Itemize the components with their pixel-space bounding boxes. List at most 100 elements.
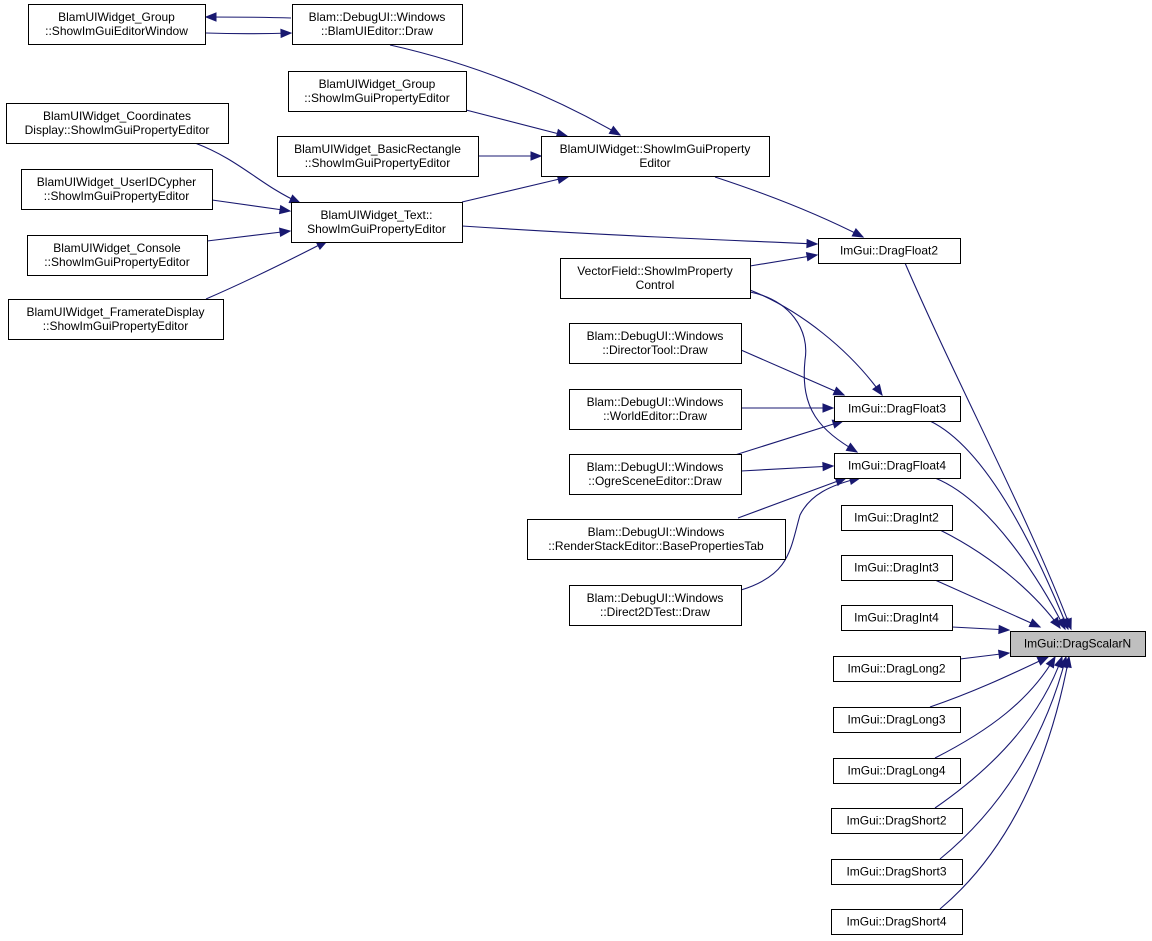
node-label: ImGui::DragInt2 — [854, 511, 939, 525]
edge-line — [740, 349, 845, 396]
node-box — [21, 169, 213, 210]
node-widgetPropEditor[interactable]: BlamUIWidget::ShowImGuiPropertyEditor — [541, 136, 770, 177]
node-label: ::ShowImGuiEditorWindow — [45, 24, 188, 38]
edge-dragLong3-to-dragScalarN — [929, 656, 1050, 708]
node-dragLong3[interactable]: ImGui::DragLong3 — [833, 707, 961, 733]
node-box — [27, 235, 208, 276]
edge-uiEditorDraw-to-widgetPropEditor — [389, 44, 622, 136]
edge-line — [737, 477, 847, 519]
node-label: BlamUIWidget_BasicRectangle — [294, 142, 461, 156]
node-label: ImGui::DragFloat4 — [848, 459, 946, 473]
arrowhead-icon — [279, 227, 292, 237]
arrowhead-icon — [998, 624, 1011, 635]
edge-line — [461, 225, 818, 245]
node-box — [569, 454, 742, 495]
node-direct2D[interactable]: Blam::DebugUI::Windows::Direct2DTest::Dr… — [569, 585, 742, 626]
arrowhead-icon — [851, 227, 865, 238]
arrowhead-icon — [822, 403, 835, 413]
edge-line — [740, 465, 834, 472]
edge-renderStack-to-dragFloat4 — [737, 477, 848, 519]
node-label: ::ShowImGuiPropertyEditor — [304, 91, 449, 105]
node-dragInt4[interactable]: ImGui::DragInt4 — [841, 605, 953, 631]
node-dragInt3[interactable]: ImGui::DragInt3 — [841, 555, 953, 581]
node-box — [831, 808, 963, 834]
edge-dragInt2-to-dragScalarN — [939, 529, 1061, 630]
node-label: VectorField::ShowImProperty — [577, 264, 732, 278]
node-label: BlamUIWidget_Group — [319, 77, 436, 91]
node-label: Control — [636, 278, 675, 292]
edge-line — [939, 529, 1061, 629]
edge-line — [934, 477, 1066, 630]
node-coordsDisplay[interactable]: BlamUIWidget_CoordinatesDisplay::ShowImG… — [6, 103, 229, 144]
node-dragFloat2[interactable]: ImGui::DragFloat2 — [818, 238, 961, 264]
node-label: Blam::DebugUI::Windows — [587, 460, 724, 474]
node-box — [841, 505, 953, 531]
edge-worldEditor-to-dragFloat3 — [741, 403, 835, 413]
node-textPropEditor[interactable]: BlamUIWidget_Text::ShowImGuiPropertyEdit… — [291, 202, 463, 243]
node-box — [833, 707, 961, 733]
arrowhead-icon — [998, 649, 1011, 659]
edge-dragLong2-to-dragScalarN — [959, 649, 1011, 660]
node-uiEditorDraw[interactable]: Blam::DebugUI::Windows::BlamUIEditor::Dr… — [292, 4, 463, 45]
node-box — [831, 859, 963, 885]
node-worldEditor[interactable]: Blam::DebugUI::Windows::WorldEditor::Dra… — [569, 389, 742, 430]
node-label: BlamUIWidget_Console — [53, 241, 181, 255]
arrowhead-icon — [1062, 655, 1072, 669]
edge-line — [205, 240, 328, 300]
node-box — [833, 656, 961, 682]
node-label: ImGui::DragLong4 — [847, 764, 945, 778]
edge-textPropEditor-to-widgetPropEditor — [461, 174, 570, 203]
node-label: Blam::DebugUI::Windows — [587, 329, 724, 343]
node-directorTool[interactable]: Blam::DebugUI::Windows::DirectorTool::Dr… — [569, 323, 742, 364]
node-dragShort3[interactable]: ImGui::DragShort3 — [831, 859, 963, 885]
edge-vectorField-to-dragFloat4 — [749, 291, 859, 453]
arrowhead-icon — [832, 386, 846, 396]
edge-basicRect-to-widgetPropEditor — [478, 151, 543, 161]
node-userIdCypher[interactable]: BlamUIWidget_UserIDCypher::ShowImGuiProp… — [21, 169, 213, 210]
node-groupEditorWindow[interactable]: BlamUIWidget_Group::ShowImGuiEditorWindo… — [28, 4, 206, 45]
nodes-layer: BlamUIWidget_Group::ShowImGuiEditorWindo… — [6, 4, 1146, 935]
node-label: Blam::DebugUI::Windows — [309, 10, 446, 24]
arrowhead-icon — [608, 125, 622, 136]
node-dragShort4[interactable]: ImGui::DragShort4 — [831, 909, 963, 935]
edge-console-to-textPropEditor — [206, 227, 292, 242]
node-label: ImGui::DragFloat2 — [840, 244, 938, 258]
node-renderStack[interactable]: Blam::DebugUI::Windows::RenderStackEdito… — [527, 519, 786, 560]
node-label: ImGui::DragShort2 — [846, 814, 946, 828]
node-box — [541, 136, 770, 177]
node-ogreScene[interactable]: Blam::DebugUI::Windows::OgreSceneEditor:… — [569, 454, 742, 495]
edge-line — [749, 291, 858, 453]
node-label: ::Direct2DTest::Draw — [600, 605, 710, 619]
node-box — [288, 71, 467, 112]
edge-dragFloat4-to-dragScalarN — [934, 477, 1066, 631]
node-box — [6, 103, 229, 144]
node-box — [818, 238, 961, 264]
node-box — [291, 202, 463, 243]
edge-line — [939, 656, 1070, 910]
node-dragFloat4[interactable]: ImGui::DragFloat4 — [834, 453, 961, 479]
node-dragScalarN[interactable]: ImGui::DragScalarN — [1010, 631, 1146, 657]
node-console[interactable]: BlamUIWidget_Console::ShowImGuiPropertyE… — [27, 235, 208, 276]
node-groupPropEditor[interactable]: BlamUIWidget_Group::ShowImGuiPropertyEdi… — [288, 71, 467, 112]
arrowhead-icon — [1050, 616, 1061, 630]
node-dragFloat3[interactable]: ImGui::DragFloat3 — [834, 396, 961, 422]
node-basicRect[interactable]: BlamUIWidget_BasicRectangle::ShowImGuiPr… — [277, 136, 479, 177]
node-dragShort2[interactable]: ImGui::DragShort2 — [831, 808, 963, 834]
node-box — [833, 758, 961, 784]
edge-line — [194, 142, 301, 204]
node-box — [569, 389, 742, 430]
node-dragLong2[interactable]: ImGui::DragLong2 — [833, 656, 961, 682]
edge-vectorField-to-dragFloat2 — [749, 252, 819, 267]
node-box — [1010, 631, 1146, 657]
node-label: BlamUIWidget_Group — [58, 10, 175, 24]
node-label: Blam::DebugUI::Windows — [588, 525, 725, 539]
node-label: ::ShowImGuiPropertyEditor — [44, 255, 189, 269]
node-dragLong4[interactable]: ImGui::DragLong4 — [833, 758, 961, 784]
node-label: ::BlamUIEditor::Draw — [321, 24, 433, 38]
node-label: Blam::DebugUI::Windows — [587, 591, 724, 605]
node-framerate[interactable]: BlamUIWidget_FramerateDisplay::ShowImGui… — [8, 299, 224, 340]
edge-ogreScene-to-dragFloat4 — [740, 461, 835, 472]
node-dragInt2[interactable]: ImGui::DragInt2 — [841, 505, 953, 531]
edge-line — [934, 656, 1056, 759]
